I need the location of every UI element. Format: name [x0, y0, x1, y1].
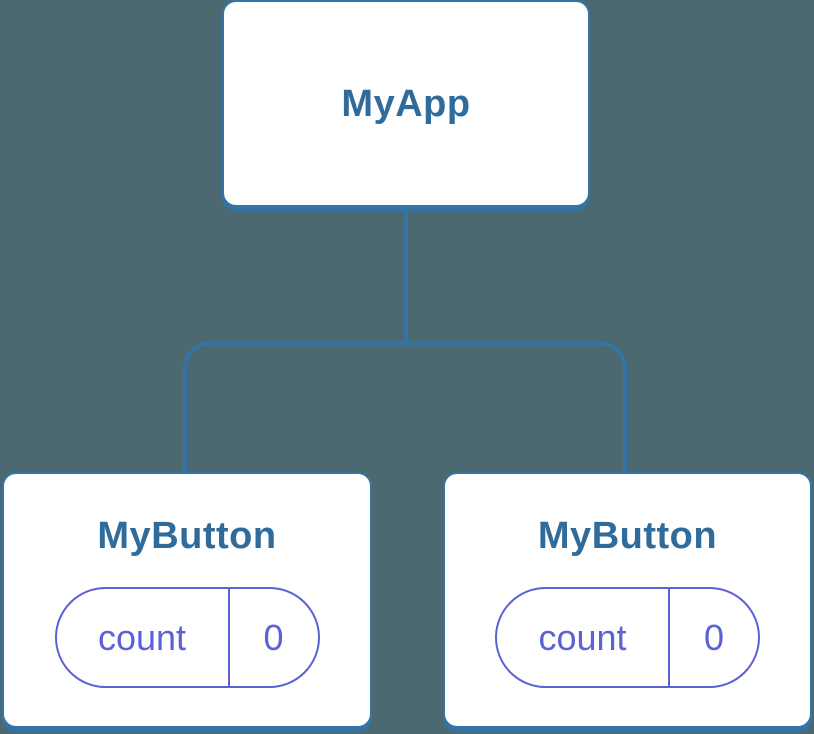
component-node-mybutton-left: MyButton count 0	[2, 472, 372, 728]
connector-branch	[183, 341, 627, 472]
state-pill: count 0	[54, 587, 320, 688]
component-label: MyButton	[97, 515, 277, 557]
state-key: count	[57, 589, 230, 686]
component-node-myapp: MyApp	[222, 0, 590, 207]
component-label: MyApp	[341, 82, 471, 125]
state-pill: count 0	[495, 587, 760, 688]
state-value: 0	[263, 616, 284, 658]
component-label: MyButton	[537, 515, 718, 557]
state-key: count	[497, 589, 670, 686]
connector-stem	[404, 208, 408, 343]
state-value: 0	[703, 616, 725, 658]
component-node-mybutton-right: MyButton count 0	[443, 472, 812, 728]
